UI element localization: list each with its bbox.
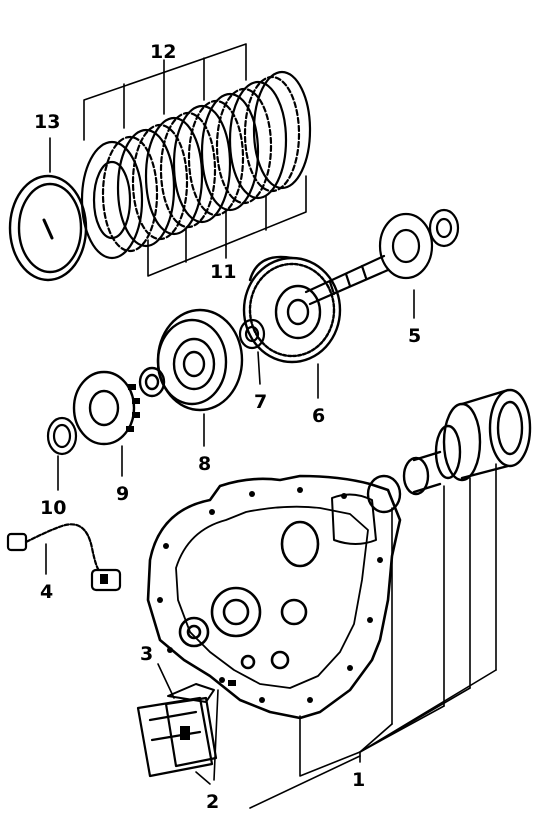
callout-7: 7	[254, 391, 267, 413]
snap-ring-13	[8, 174, 88, 282]
transfer-case-housing-1	[146, 474, 402, 720]
output-seal-assembly	[366, 388, 532, 514]
callout-6: 6	[312, 405, 325, 427]
callout-12-bracket	[83, 43, 247, 141]
callout-10: 10	[40, 497, 66, 519]
sleeve-7	[238, 318, 266, 350]
seal-10	[46, 416, 78, 456]
output-shaft-5	[304, 208, 460, 306]
callout-labels: 12 13 11 5 7 6 8 9 10 4 3 1 2	[34, 41, 421, 813]
leader-lines	[45, 289, 497, 809]
solenoid-2	[136, 696, 218, 778]
callout-1: 1	[352, 769, 365, 791]
callout-2: 2	[206, 791, 219, 813]
callout-12: 12	[150, 41, 176, 63]
bracket-3	[167, 683, 215, 703]
gear-9	[72, 370, 140, 446]
clutch-plate-stack	[80, 70, 312, 260]
callout-11: 11	[210, 261, 236, 283]
callout-3: 3	[140, 643, 153, 665]
speed-sensor-4	[6, 523, 122, 592]
pump-housing-8	[138, 308, 244, 412]
callout-8: 8	[198, 453, 211, 475]
callout-4: 4	[40, 581, 53, 603]
callout-9: 9	[116, 483, 129, 505]
ring-gear-6	[242, 255, 342, 364]
callout-11-bracket	[147, 175, 307, 277]
callout-5: 5	[408, 325, 421, 347]
callout-13: 13	[34, 111, 60, 133]
